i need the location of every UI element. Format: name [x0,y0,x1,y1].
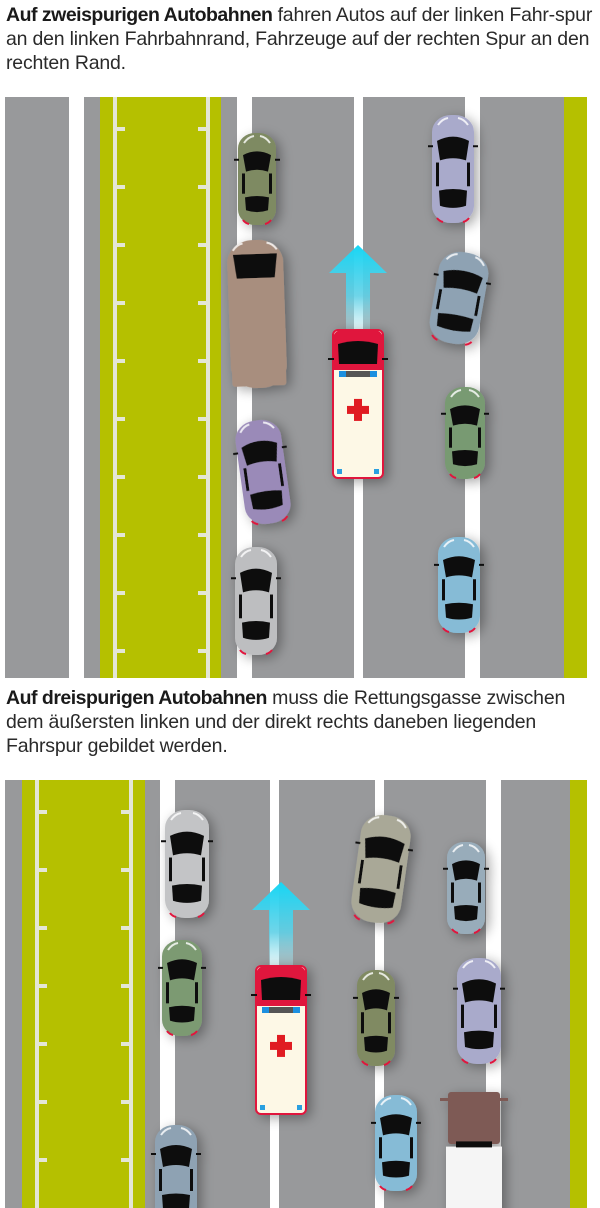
vehicles [151,810,508,1208]
car-icon [158,940,206,1036]
emergency-route-arrow-icon [252,882,310,966]
car-icon [441,387,489,479]
lane-line-opposite [69,97,84,678]
car-icon [429,251,492,346]
right-green-verge [570,780,587,1208]
car-icon [353,970,399,1066]
guardrail-posts [117,127,206,653]
car-icon [434,537,484,633]
green-median [22,780,145,1208]
caption-three-lane-heading: Auf dreispurigen Autobahnen [6,687,267,709]
car-icon [453,958,505,1064]
car-icon [234,133,280,225]
car-icon [231,547,281,655]
car-icon [233,419,291,526]
guardrail-posts [39,810,129,1162]
two-lane-highway-diagram [5,97,587,678]
ambulance-icon [328,329,388,479]
right-edge-line [465,97,480,678]
caption-three-lane-highway: Auf dreispurigen Autobahnen muss die Ret… [6,686,596,758]
car-icon [371,1095,421,1191]
guardrail-right [129,780,133,1208]
truck-icon [440,1092,508,1208]
ambulance-icon [251,965,311,1115]
guardrail-left [35,780,39,1208]
caption-three-lane-text: muss die Rettungsgasse zwischen dem äuße… [6,687,566,757]
car-icon [443,842,489,934]
asphalt-road [5,97,587,678]
green-median [100,97,221,678]
caption-two-lane-text: fahren Autos auf der linken Fahr-spur an… [6,4,593,74]
guardrail-left [113,97,117,678]
caption-two-lane-highway: Auf zweispurigen Autobahnen fahren Autos… [6,3,596,75]
caption-two-lane-heading: Auf zweispurigen Autobahnen [6,4,273,26]
car-icon [428,115,478,223]
right-green-verge [564,97,587,678]
three-lane-highway-diagram [5,780,587,1208]
vehicles [227,115,492,655]
guardrail-right [206,97,210,678]
emergency-route-arrow-icon [329,245,387,330]
car-icon [151,1125,201,1208]
car-icon [351,814,414,925]
car-icon [161,810,213,918]
van-icon [227,239,287,389]
